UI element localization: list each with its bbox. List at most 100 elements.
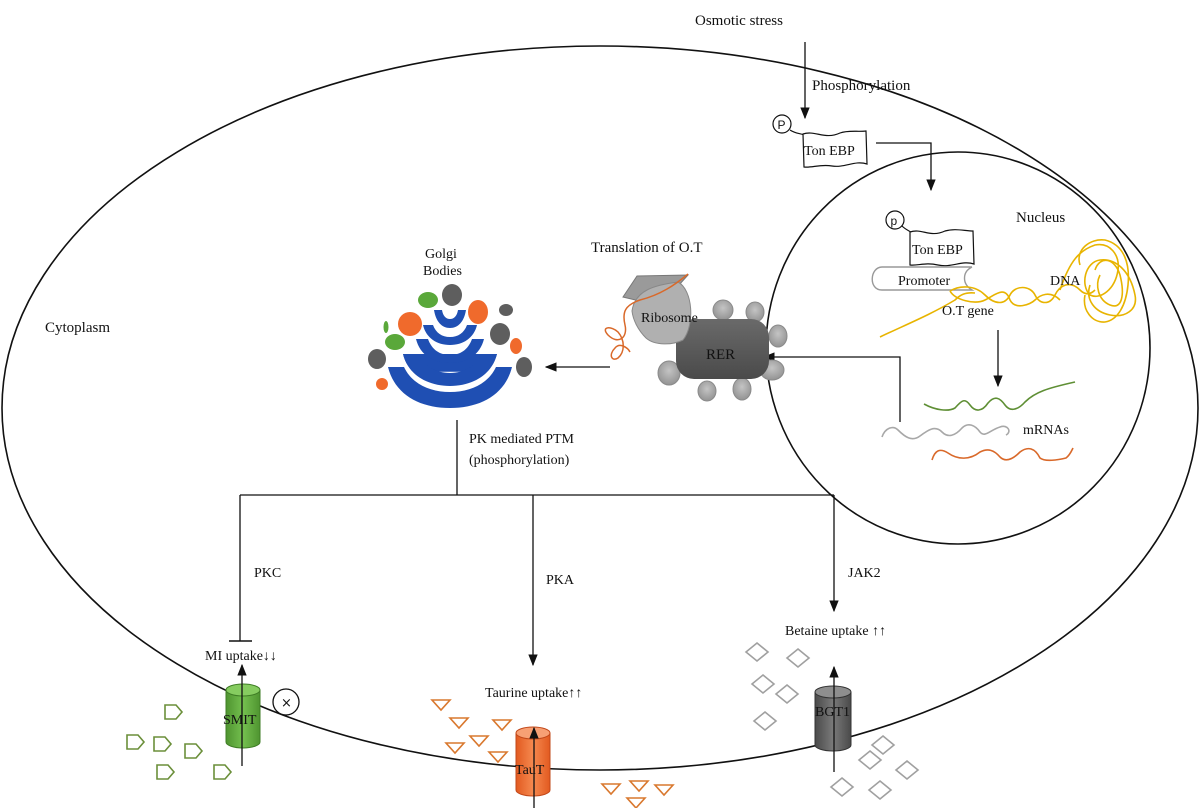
- taurine-molecule: [491, 719, 513, 732]
- taurine-molecule: [653, 784, 675, 797]
- bgt1-transporter: BGT1: [814, 685, 852, 752]
- vesicle-green: [385, 334, 405, 350]
- nucleus-label: Nucleus: [1016, 210, 1065, 226]
- promoter-label: Promoter: [898, 274, 950, 289]
- vesicle-gray: [368, 349, 386, 369]
- golgi-cisterna-2b: [403, 354, 497, 386]
- rer-body: [676, 319, 769, 379]
- blocked-marker: [272, 688, 300, 716]
- mrna-to-rer-arrow: [762, 352, 901, 422]
- nuclear-tonebp-flag: [909, 229, 975, 267]
- rer-complex: RER Ribosome: [604, 273, 788, 402]
- taurine-molecule: [444, 742, 466, 755]
- tonebp-to-nucleus-arrow: [876, 142, 936, 192]
- mi-molecule: [164, 704, 184, 720]
- vesicle-gray: [499, 304, 513, 316]
- vesicle-orange: [510, 338, 522, 354]
- tonebp-label: Ton EBP: [804, 144, 855, 159]
- translation-label: Translation of O.T: [591, 240, 703, 256]
- promoter-shape: [871, 266, 975, 291]
- mrna-gray: [881, 423, 1010, 440]
- taut-transporter: TauT: [515, 726, 551, 797]
- phosphorylation-label: Phosphorylation: [812, 78, 911, 94]
- mrna-green: [923, 381, 1076, 411]
- taurine-molecule: [468, 735, 490, 748]
- mi-molecule: [153, 736, 173, 752]
- vesicle-green: [383, 321, 389, 333]
- betaine-molecule: [744, 641, 770, 663]
- rer-ribosome-beads: [657, 299, 788, 402]
- cell-membrane: [1, 45, 1199, 771]
- vesicle-orange: [376, 378, 388, 390]
- dna-strand: [879, 239, 1137, 338]
- betaine-molecule: [774, 683, 800, 705]
- vesicle-orange: [468, 300, 488, 324]
- blocked-marker-symbol: ×: [281, 696, 292, 711]
- golgi-cisterna-3: [416, 339, 484, 363]
- mi-molecule: [156, 764, 176, 780]
- betaine-substrates: [744, 641, 920, 801]
- pkc-label: PKC: [254, 566, 281, 581]
- mi-molecule: [126, 734, 146, 750]
- golgi-cisterna-4: [423, 325, 477, 345]
- taurine-molecule: [600, 783, 622, 796]
- nuclear-phospho-marker-label: p: [891, 214, 898, 228]
- taurine-molecule: [448, 717, 470, 730]
- phospho-marker-label: P: [778, 118, 786, 132]
- tonebp-nuclear: p Ton EBP Promoter: [871, 210, 975, 291]
- taurine-uptake-label: Taurine uptake↑↑: [485, 686, 582, 701]
- golgi-label-line1: Golgi: [425, 247, 457, 262]
- mi-substrates: [126, 704, 233, 780]
- tonebp-flag: [802, 130, 868, 168]
- osmotic-stress-label: Osmotic stress: [695, 13, 783, 29]
- golgi-cisterna-5: [434, 310, 466, 328]
- betaine-molecule: [829, 776, 855, 798]
- nascent-peptide: [604, 273, 689, 360]
- betaine-molecule: [752, 710, 778, 732]
- nuclear-tonebp-label: Ton EBP: [912, 243, 963, 258]
- taurine-molecule: [625, 797, 647, 808]
- ptm-label-line1: PK mediated PTM: [469, 432, 575, 447]
- golgi-label-line2: Bodies: [423, 264, 462, 279]
- vesicle-gray: [490, 323, 510, 345]
- smit-label: SMIT: [223, 713, 257, 728]
- phospho-marker: [772, 114, 792, 134]
- mi-uptake-label: MI uptake↓↓: [205, 649, 277, 664]
- bgt1-label: BGT1: [815, 705, 850, 720]
- golgi-cisterna-1: [388, 367, 512, 408]
- mrnas-label: mRNAs: [1023, 423, 1069, 438]
- betaine-molecule: [785, 647, 811, 669]
- taut-label: TauT: [515, 763, 545, 778]
- cytoplasm-label: Cytoplasm: [45, 320, 110, 336]
- taurine-molecule: [430, 699, 452, 712]
- ribosome-label: Ribosome: [641, 311, 698, 326]
- golgi-vesicles: [368, 284, 532, 390]
- taurine-molecule: [628, 780, 650, 793]
- nucleus-membrane: [765, 151, 1151, 545]
- betaine-molecule: [894, 759, 920, 781]
- rer-label: RER: [706, 347, 735, 363]
- betaine-molecule: [750, 673, 776, 695]
- mi-molecule: [184, 743, 204, 759]
- taurine-molecule: [487, 751, 509, 764]
- betaine-molecule: [870, 734, 896, 756]
- betaine-molecule: [857, 749, 883, 771]
- pka-label: PKA: [546, 573, 575, 588]
- taurine-substrates: [430, 699, 675, 808]
- vesicle-green: [418, 292, 438, 308]
- mrna-orange: [931, 447, 1074, 462]
- vesicle-gray: [442, 284, 462, 306]
- gene-label: O.T gene: [942, 304, 994, 319]
- ptm-label-line2: (phosphorylation): [469, 453, 570, 468]
- jak2-label: JAK2: [848, 566, 881, 581]
- betaine-uptake-label: Betaine uptake ↑↑: [785, 624, 886, 639]
- dna-label: DNA: [1050, 274, 1081, 289]
- mi-molecule: [213, 764, 233, 780]
- vesicle-gray: [516, 357, 532, 377]
- nuclear-phospho-marker: [885, 210, 905, 230]
- betaine-molecule: [867, 779, 893, 801]
- golgi-apparatus: [388, 310, 512, 408]
- tonebp-cytoplasmic: P Ton EBP: [772, 114, 868, 168]
- vesicle-orange: [398, 312, 422, 336]
